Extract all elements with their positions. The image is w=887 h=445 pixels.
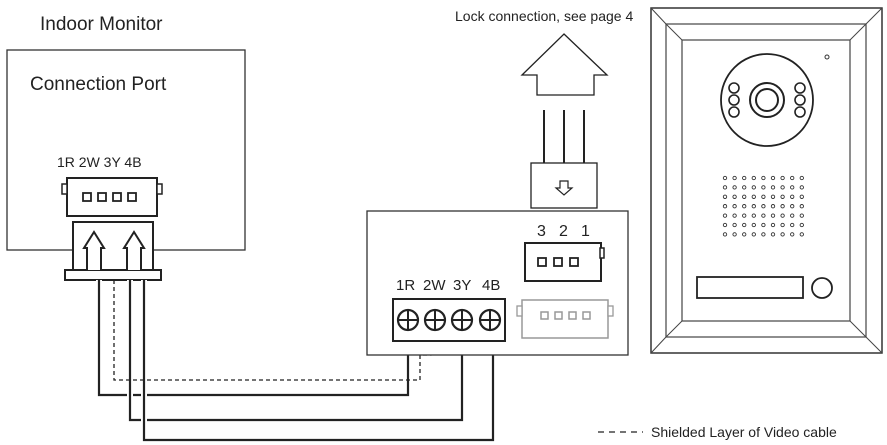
speaker-hole (770, 204, 776, 209)
speaker-hole (780, 194, 785, 199)
speaker-hole (722, 175, 728, 181)
speaker-hole (722, 194, 728, 199)
speaker-hole (761, 222, 766, 228)
speaker-hole (790, 175, 795, 181)
speaker-hole (732, 175, 737, 181)
lock-connection-note: Lock connection, see page 4 (455, 8, 633, 24)
down-arrow-icon (554, 180, 574, 196)
speaker-hole (751, 222, 756, 228)
speaker-hole (722, 204, 728, 209)
speaker-hole (780, 185, 785, 190)
speaker-hole (780, 232, 785, 237)
lock-arrow (520, 33, 609, 96)
indoor-monitor-title: Indoor Monitor (40, 14, 163, 35)
speaker-hole (722, 232, 728, 237)
indicator-led (824, 54, 830, 60)
lock-wires (543, 110, 585, 163)
speaker-hole (770, 213, 776, 218)
call-button (811, 277, 833, 299)
lock-pin-2: 2 (559, 223, 568, 240)
speaker-hole (761, 204, 766, 209)
lock-pin-1: 1 (581, 223, 590, 240)
speaker-hole (751, 175, 756, 181)
speaker-hole (751, 213, 756, 218)
speaker-hole (761, 185, 766, 190)
wire-4b (141, 280, 496, 443)
wire-3y (127, 280, 465, 423)
lock-plug (530, 162, 598, 209)
lock-pin-3: 3 (537, 223, 546, 240)
speaker-hole (790, 222, 795, 228)
connection-port-label: Connection Port (30, 74, 167, 95)
speaker-hole (732, 232, 737, 237)
legend-shielded-label: Shielded Layer of Video cable (651, 424, 837, 440)
wire-1r (96, 280, 411, 398)
speaker-hole (732, 194, 737, 199)
speaker-hole (751, 204, 756, 209)
speaker-hole (742, 222, 747, 228)
speaker-hole (761, 232, 766, 237)
speaker-hole (780, 204, 785, 209)
speaker-hole (732, 185, 737, 190)
speaker-hole (732, 222, 737, 228)
lock-socket (524, 242, 605, 282)
speaker-hole (761, 194, 766, 199)
speaker-hole (799, 232, 804, 237)
cable-plug (64, 221, 162, 281)
speaker-hole (732, 204, 737, 209)
speaker-hole (761, 213, 766, 218)
speaker-hole (770, 232, 776, 237)
speaker-hole (751, 232, 756, 237)
monitor-connector (61, 177, 163, 217)
speaker-grille-icon (722, 175, 804, 237)
speaker-hole (799, 204, 804, 209)
speaker-hole (742, 204, 747, 209)
speaker-hole (770, 175, 776, 181)
speaker-hole (742, 232, 747, 237)
camera-module (720, 53, 814, 147)
speaker-hole (751, 185, 756, 190)
speaker-hole (770, 194, 776, 199)
speaker-hole (780, 213, 785, 218)
speaker-hole (761, 175, 766, 181)
screw-terminal-block (392, 298, 506, 342)
speaker-hole (790, 185, 795, 190)
speaker-hole (790, 213, 795, 218)
terminal-label-2w: 2W (423, 277, 446, 294)
speaker-hole (799, 185, 804, 190)
speaker-hole (799, 222, 804, 228)
name-plate (696, 276, 804, 299)
monitor-pin-labels: 1R 2W 3Y 4B (57, 154, 142, 170)
speaker-hole (751, 194, 756, 199)
speaker-hole (770, 185, 776, 190)
speaker-hole (742, 194, 747, 199)
screw-icon (396, 308, 420, 332)
speaker-hole (722, 222, 728, 228)
speaker-hole (722, 185, 728, 190)
speaker-hole (722, 213, 728, 218)
speaker-hole (770, 222, 776, 228)
speaker-hole (790, 194, 795, 199)
speaker-hole (790, 204, 795, 209)
terminal-label-1r: 1R (396, 277, 415, 294)
screw-icon (450, 308, 474, 332)
speaker-hole (780, 222, 785, 228)
speaker-hole (799, 194, 804, 199)
speaker-hole (780, 175, 785, 181)
speaker-hole (742, 175, 747, 181)
speaker-hole (742, 185, 747, 190)
legend: Shielded Layer of Video cable (598, 424, 837, 440)
speaker-hole (799, 213, 804, 218)
spare-socket (516, 299, 614, 339)
screw-icon (478, 308, 502, 332)
speaker-hole (732, 213, 737, 218)
terminal-label-4b: 4B (482, 277, 500, 294)
speaker-hole (790, 232, 795, 237)
terminal-label-3y: 3Y (453, 277, 471, 294)
screw-icon (423, 308, 447, 332)
speaker-hole (742, 213, 747, 218)
speaker-hole (799, 175, 804, 181)
